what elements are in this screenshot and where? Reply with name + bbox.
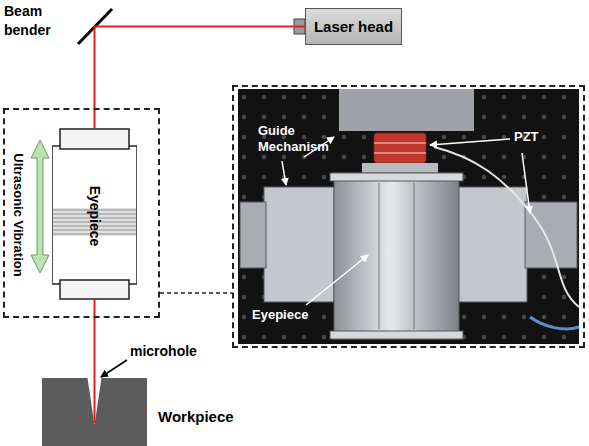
microhole-notch [88,378,102,425]
laser-beam [94,300,96,378]
eyepiece-housing [334,173,459,339]
guide-plate-right [457,187,527,302]
clamp-left [240,202,266,268]
optical-table [238,89,579,344]
clamp-right [525,202,577,268]
pzt-stripe [374,142,426,144]
feature-label: microhole [130,343,197,360]
part-label: PZT [514,129,539,145]
top-plate [339,89,474,131]
cable [530,317,579,329]
optical-table-holes [238,89,579,344]
workpiece-block: Workpiece [42,378,147,446]
top-cap [60,129,129,149]
part-label: Beam bender [4,2,62,40]
pzt-actuator [374,133,426,163]
housing-flange [330,173,463,181]
leader-arrow [430,139,510,145]
photo-frame: Guide Mechanism PZT Eyepiece [232,85,585,348]
eyepiece-cylinder: Eyepiece [52,128,137,300]
pzt-stripe [374,152,426,154]
workpiece-drawing [42,378,147,446]
axis-label: Ultrasonic Vibration [11,153,26,276]
bottom-cap [60,280,129,299]
guide-plate-left [264,187,334,302]
housing-rod [414,183,415,329]
pzt-seat [362,163,438,173]
node-label: Eyepiece [87,186,103,247]
microhole-leader [101,360,127,377]
pzt-wire [434,147,579,307]
part-label: Guide Mechanism [258,123,350,155]
leader-arrow [306,255,368,305]
part-label: Eyepiece [252,307,308,323]
cylinder-body [52,146,137,284]
leader-arrow [522,153,530,213]
leader-arrow [282,161,286,185]
housing-flange [330,331,463,339]
vibration-unit-frame: Eyepiece Ultrasonic Vibration [3,108,160,318]
node-label: Workpiece [158,408,234,425]
dashed-connector [160,292,232,294]
laser-head-box: Laser head [305,8,402,45]
node-label: Laser head [314,18,393,35]
vibration-arrow [31,140,49,273]
laser-beam [94,378,96,423]
housing-rod [379,183,380,329]
